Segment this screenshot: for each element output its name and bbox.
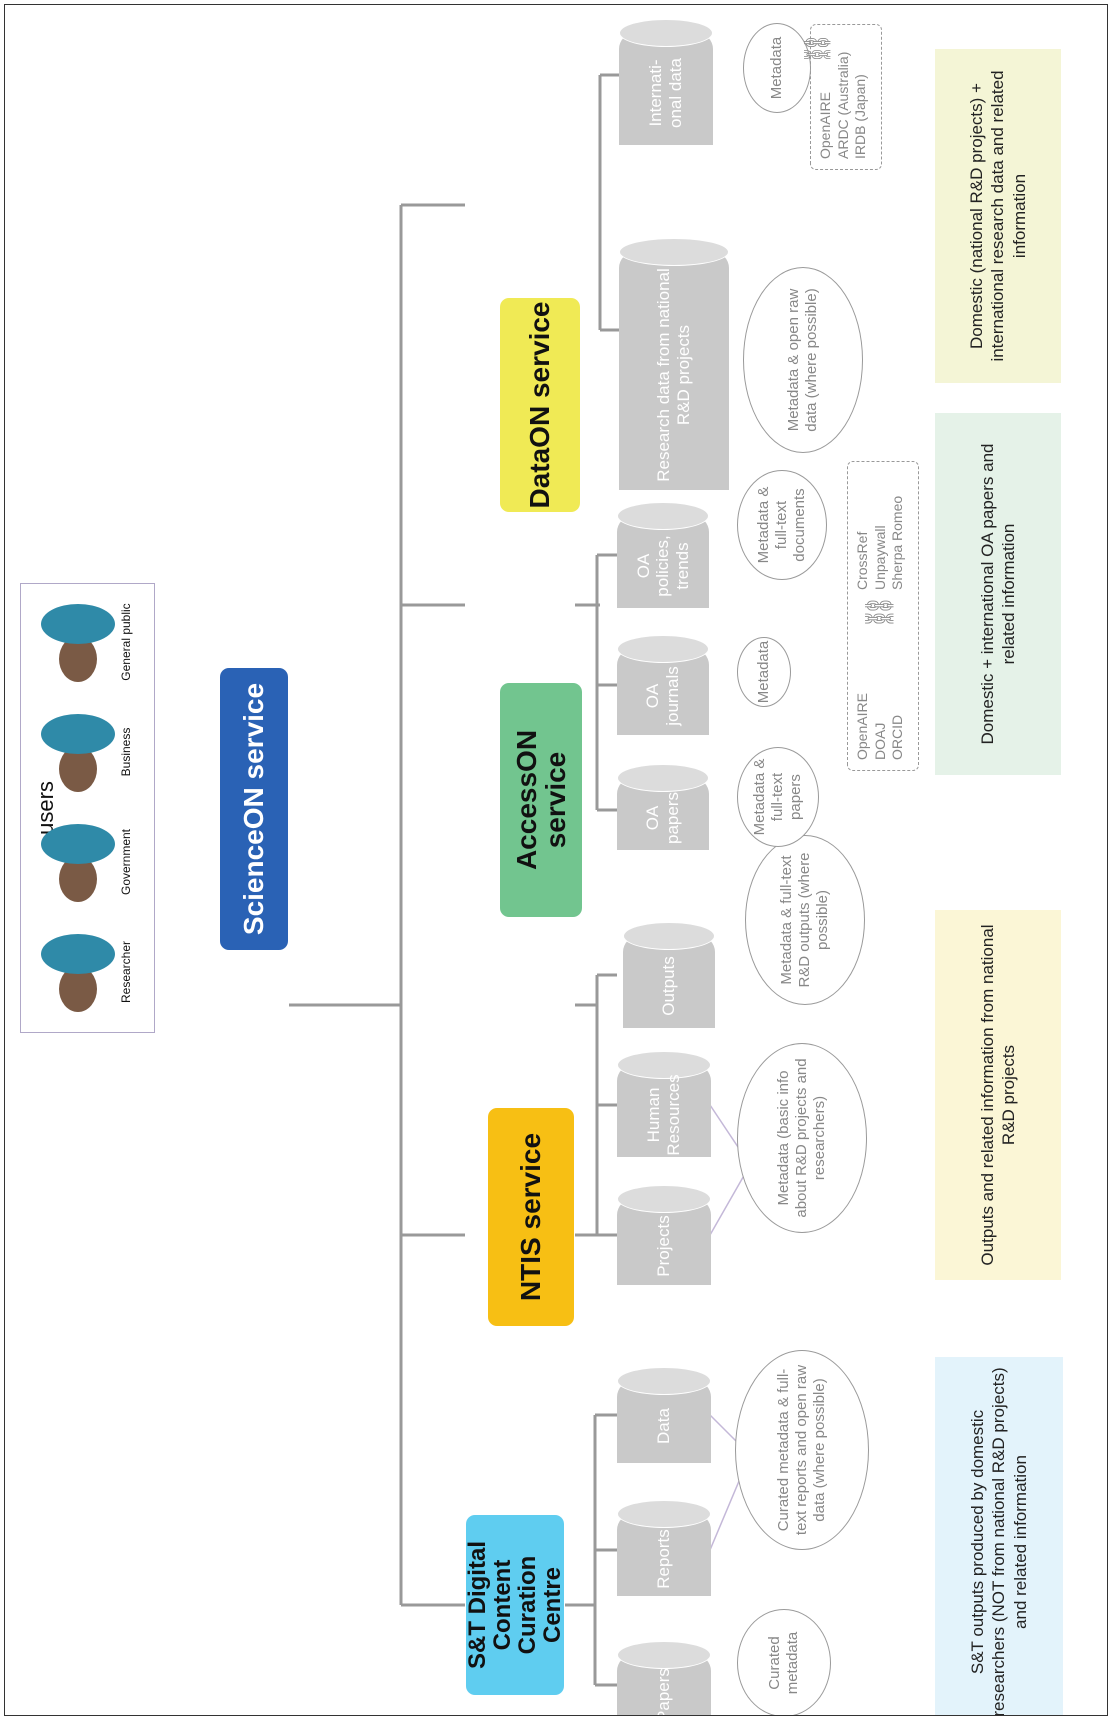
- store-national-research-data: Research data from national R&D projects: [619, 238, 729, 490]
- diagram-canvas: users Researcher Government Business Gen…: [5, 5, 1107, 1715]
- service-label: S&T Digital Content Curation Centre: [463, 1541, 567, 1670]
- partner-name: ORCID: [889, 714, 905, 760]
- panel-dataon: Domestic (national R&D projects) + inter…: [935, 49, 1061, 383]
- panel-curation: S&T outputs produced by domestic researc…: [935, 1357, 1063, 1715]
- user-business: Business: [29, 692, 149, 812]
- user-body-icon: [41, 714, 115, 754]
- root-service-label: ScienceON service: [238, 682, 270, 936]
- dataon-partners-box: OpenAIRE ARDC (Australia) IRDB (Japan): [810, 24, 882, 170]
- panel-accesson: Domestic + international OA papers and r…: [935, 413, 1061, 775]
- bubble-oa-journals: Metadata: [737, 637, 791, 707]
- user-body-icon: [41, 824, 115, 864]
- panel-ntis: Outputs and related information from nat…: [935, 910, 1061, 1280]
- bubble-international-metadata: Metadata: [743, 23, 811, 113]
- store-human-resources: Human Resources: [617, 1051, 711, 1157]
- partner-name: CrossRef: [854, 531, 870, 590]
- bubble-curated-reports: Curated metadata & full-text reports and…: [735, 1350, 869, 1550]
- partner-name: Unpaywall: [871, 525, 888, 590]
- bubble-ntis-metadata: Metadata (basic info about R&D projects …: [737, 1043, 867, 1233]
- partner-name: Sherpa Romeo: [889, 495, 905, 590]
- bubble-oa-policies: Metadata & full-text documents: [737, 470, 827, 580]
- bubble-curated-metadata: Curated metadata: [737, 1609, 831, 1715]
- service-curation-centre: S&T Digital Content Curation Centre: [463, 1515, 567, 1695]
- user-body-icon: [41, 934, 115, 974]
- store-papers: Papers: [617, 1641, 711, 1715]
- users-box: users Researcher Government Business Gen…: [20, 583, 155, 1033]
- service-ntis: NTIS service: [488, 1108, 574, 1326]
- bubble-ntis-outputs: Metadata & full-text R&D outputs (where …: [745, 835, 865, 1005]
- accesson-partners-box: OpenAIRE DOAJ ORCID ⛓ CrossRef Unpaywall…: [847, 461, 919, 771]
- partner-name: OpenAIRE: [854, 693, 870, 760]
- store-international-data: Internati-onal data: [619, 19, 713, 145]
- user-label: Researcher: [119, 940, 133, 1004]
- store-data: Data: [617, 1367, 711, 1463]
- store-projects: Projects: [617, 1185, 711, 1285]
- link-icon: ⛓: [864, 594, 895, 630]
- user-researcher: Researcher: [29, 912, 149, 1032]
- partner-name: OpenAIRE: [817, 92, 833, 159]
- root-service: ScienceON service: [220, 668, 288, 950]
- user-body-icon: [41, 604, 115, 644]
- user-general-public: General public: [29, 582, 149, 702]
- connector-lines: [289, 73, 751, 1687]
- accesson-partners-left: OpenAIRE DOAJ ORCID: [854, 640, 907, 760]
- service-label: NTIS service: [515, 1132, 547, 1302]
- partner-name: DOAJ: [871, 722, 888, 760]
- user-label: Business: [119, 727, 133, 777]
- store-oa-journals: OA journals: [617, 635, 709, 735]
- service-accesson: AccessON service: [500, 683, 582, 917]
- user-label: General public: [119, 603, 133, 681]
- partner-name: ARDC (Australia): [834, 51, 851, 159]
- store-oa-papers: OA papers: [617, 764, 709, 850]
- store-outputs: Outputs: [623, 922, 715, 1028]
- diagram-frame: users Researcher Government Business Gen…: [4, 4, 1108, 1716]
- service-label: DataON service: [524, 301, 556, 509]
- user-label: Government: [119, 828, 133, 896]
- service-label: AccessON service: [510, 729, 571, 871]
- bubble-dataon-metadata: Metadata & open raw data (where possible…: [743, 267, 863, 453]
- service-dataon: DataON service: [500, 298, 580, 512]
- store-reports: Reports: [617, 1500, 711, 1596]
- partner-name: IRDB (Japan): [852, 74, 868, 159]
- bubble-oa-papers: Metadata & full-text papers: [737, 747, 819, 847]
- store-oa-policies: OA policies, trends: [617, 502, 709, 608]
- accesson-partners-right: CrossRef Unpaywall Sherpa Romeo: [854, 460, 907, 590]
- user-government: Government: [29, 802, 149, 922]
